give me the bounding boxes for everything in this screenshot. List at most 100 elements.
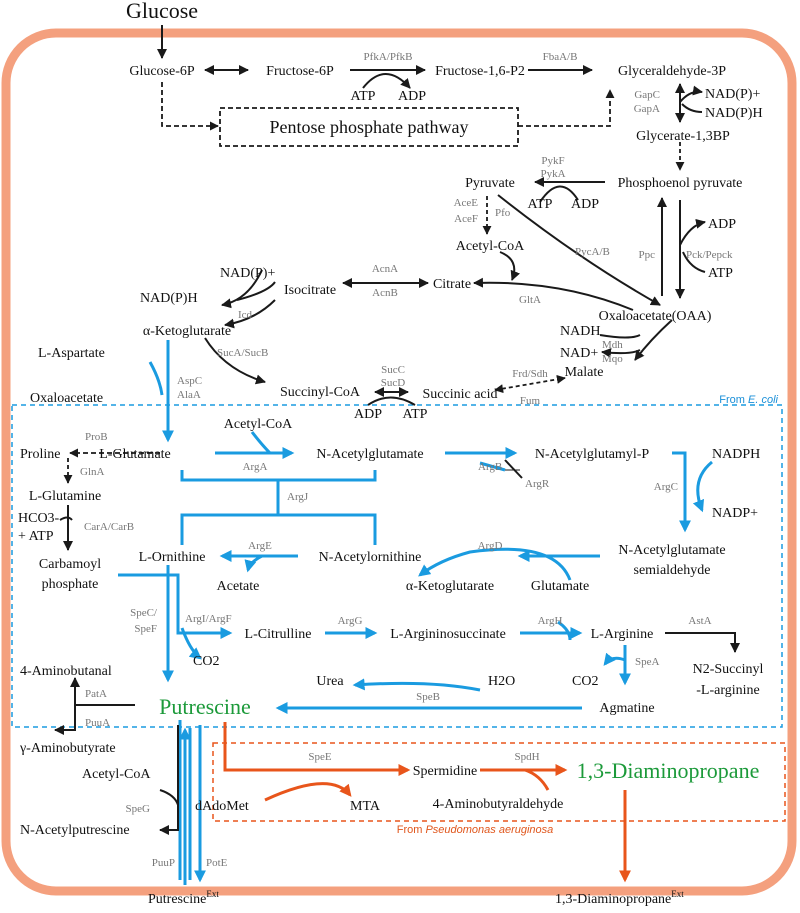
enzyme-icd: Icd (238, 309, 253, 321)
pyruvate-label: Pyruvate (465, 176, 515, 191)
n2succ-label-1: N2-Succinyl (693, 662, 764, 677)
pa-prefix: From (397, 824, 426, 836)
aminobutyr-label: 4-Aminobutyraldehyde (433, 797, 564, 812)
dadomet-label: dAdoMet (195, 799, 249, 814)
putrescine-ext-name: Putrescine (148, 892, 206, 907)
dap-ext-name: 1,3-Diaminopropane (555, 892, 671, 907)
enzyme-argj: ArgJ (287, 491, 309, 503)
enzyme-gapc: GapC (634, 89, 660, 101)
enzyme-prob: ProB (85, 431, 108, 443)
enzyme-acee: AceE (454, 197, 479, 209)
malate-label: Malate (565, 365, 604, 380)
nadp3-label: NADP+ (712, 506, 758, 521)
nadp-label-1: NAD(P)+ (705, 87, 760, 102)
enzyme-pyka: PykA (540, 168, 565, 180)
enzyme-pyc: PycA/B (575, 246, 610, 258)
pa-species: Pseudomonas aeruginosa (425, 824, 553, 836)
acetylcoa2-label: Acetyl-CoA (224, 417, 293, 432)
enzyme-spef: SpeF (134, 623, 157, 635)
atp-pyk-label: ATP (528, 197, 553, 212)
nadph3-label: NADPH (712, 447, 760, 462)
enzyme-labels: PfkA/PfkB FbaA/B GapC GapA PykF PykA Ace… (80, 51, 733, 869)
enzyme-gapa: GapA (634, 103, 660, 115)
akg2-label: α-Ketoglutarate (406, 579, 494, 594)
pseudomonas-region (212, 742, 786, 822)
enzyme-argi: ArgI/ArgF (185, 613, 232, 625)
enzyme-argb: ArgB (478, 461, 502, 473)
enzyme-pck: Pck/Pepck (686, 249, 733, 261)
carbamoyl-label-2: phosphate (42, 577, 99, 592)
enzyme-mqo: Mqo (602, 353, 623, 365)
cell-membrane (1, 28, 797, 896)
oaa-label: Oxaloacetate(OAA) (599, 309, 712, 324)
enzyme-pfo: Pfo (495, 207, 511, 219)
ppp-box (219, 107, 519, 147)
dap-ext-label: 1,3-DiaminopropaneExt (555, 889, 684, 907)
nacglu-p-label: N-Acetylglutamyl-P (535, 447, 650, 462)
ppp-label: Pentose phosphate pathway (270, 117, 469, 137)
enzyme-spea: SpeA (635, 656, 660, 668)
lglutamate-label: L-Glutamate (99, 447, 171, 462)
enzyme-speg: SpeG (126, 803, 151, 815)
adp-pck-label: ADP (708, 217, 736, 232)
enzyme-pote: PotE (206, 857, 228, 869)
glucose-label: Glucose (126, 0, 198, 23)
atp-suc-label: ATP (403, 407, 428, 422)
enzyme-speb: SpeB (416, 691, 440, 703)
enzyme-suca: SucA/SucB (217, 347, 268, 359)
proline-label: Proline (20, 447, 60, 462)
gaba-label: γ-Aminobutyrate (19, 741, 116, 756)
enzyme-argh: ArgH (538, 615, 563, 627)
ecoli-label: From E. coli (719, 394, 778, 406)
lcitrulline-label: L-Citrulline (245, 627, 312, 642)
enzyme-pfk: PfkA/PfkB (364, 51, 413, 63)
enzyme-asta: AstA (688, 615, 711, 627)
arginine-pathway-arrows (59, 340, 740, 885)
pseudomonas-label: From Pseudomonas aeruginosa (397, 824, 554, 836)
nadp-label-2: NAD(P)+ (220, 266, 275, 281)
aminobutanal-label: 4-Aminobutanal (20, 664, 112, 679)
nadph-label-2: NAD(P)H (140, 291, 198, 306)
enzyme-arga: ArgA (243, 461, 268, 473)
enzyme-mdh: Mdh (602, 339, 623, 351)
enzyme-pata: PatA (85, 688, 107, 700)
largsucc-label: L-Argininosuccinate (390, 627, 506, 642)
co2a-label: CO2 (193, 654, 219, 669)
glucose-6p-label: Glucose-6P (129, 64, 195, 79)
adp-suc-label: ADP (354, 407, 382, 422)
enzyme-carab: CarA/CarB (84, 521, 134, 533)
isocitrate-label: Isocitrate (284, 283, 336, 298)
enzyme-ppc: Ppc (639, 249, 656, 261)
nacorn-label: N-Acetylornithine (319, 550, 422, 565)
agmatine-label: Agmatine (599, 701, 654, 716)
atp-pck-label: ATP (708, 266, 733, 281)
nacput-label: N-Acetylputrescine (20, 823, 130, 838)
h2o-label: H2O (488, 674, 515, 689)
putrescine-side-arrows (54, 677, 179, 835)
acetylcoa-label: Acetyl-CoA (456, 239, 525, 254)
nacsemi-label-1: N-Acetylglutamate (618, 543, 725, 558)
nadh-label: NADH (560, 324, 600, 339)
enzyme-argr: ArgR (525, 478, 550, 490)
putrescine-label: Putrescine (159, 694, 251, 719)
glycerate-13bp-label: Glycerate-1,3BP (636, 129, 730, 144)
n2succ-label-2: -L-arginine (696, 683, 760, 698)
enzyme-pykf: PykF (541, 155, 564, 167)
enzyme-acnb: AcnB (372, 287, 398, 299)
spermidine-label: Spermidine (413, 764, 478, 779)
enzyme-succ: SucC (381, 364, 405, 376)
lglutamine-label: L-Glutamine (29, 489, 101, 504)
enzyme-frd: Frd/Sdh (512, 368, 548, 380)
akg-label: α-Ketoglutarate (143, 324, 231, 339)
enzyme-aspc: AspC (177, 375, 202, 387)
enzyme-alaa: AlaA (177, 389, 201, 401)
putrescine-ext-label: PutrescineExt (148, 889, 219, 907)
glycolysis-arrows (157, 25, 703, 171)
region-labels: From E. coli From Pseudomonas aeruginosa (397, 394, 779, 836)
ecoli-prefix: From (719, 394, 748, 406)
ext-superscript-1: Ext (206, 889, 219, 899)
citrate-label: Citrate (433, 277, 471, 292)
enzyme-puup: PuuP (152, 857, 175, 869)
nacglu-label: N-Acetylglutamate (316, 447, 423, 462)
